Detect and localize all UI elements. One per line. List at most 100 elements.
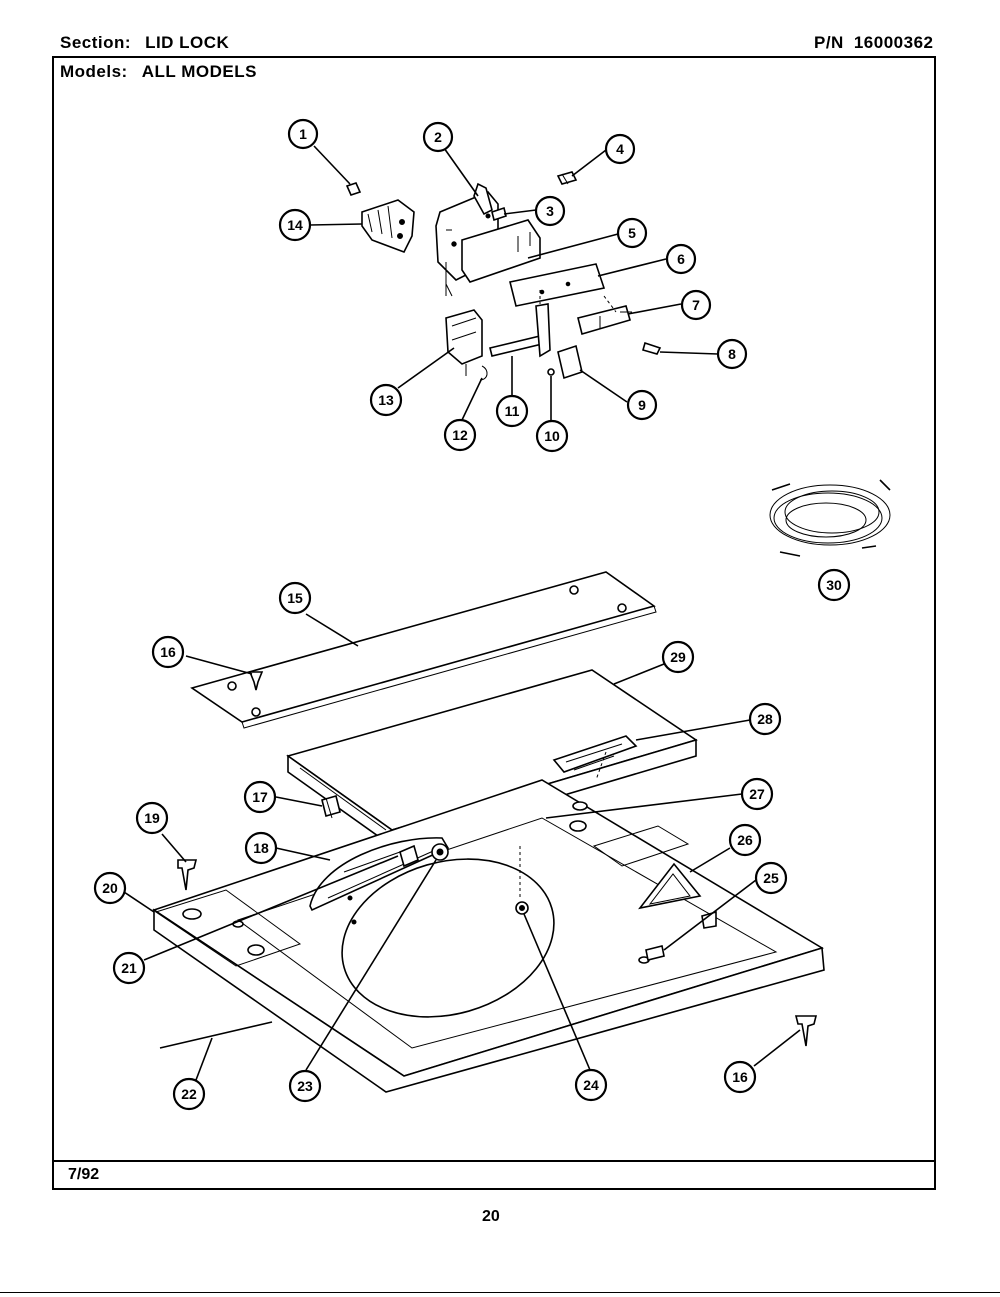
- part-14-terminal-block: [361, 199, 415, 254]
- svg-text:13: 13: [378, 392, 394, 408]
- part-16-screw-lower: [794, 1015, 818, 1047]
- svg-text:10: 10: [544, 428, 560, 444]
- part-number-value: 16000362: [853, 33, 934, 52]
- models-value: ALL MODELS: [141, 62, 257, 81]
- models-line: Models: ALL MODELS: [60, 62, 257, 82]
- svg-text:25: 25: [763, 870, 779, 886]
- page-number: 20: [482, 1208, 500, 1225]
- part-20-washer-top: [152, 779, 825, 1093]
- leader-lines: [123, 145, 801, 1081]
- footer-divider: [52, 1160, 936, 1162]
- svg-text:20: 20: [102, 880, 118, 896]
- models-label: Models:: [60, 62, 128, 81]
- callout-4: 4: [604, 133, 636, 165]
- callout-11: 11: [495, 394, 529, 428]
- callout-8: 8: [716, 338, 748, 370]
- part-5-lock-housing: [435, 191, 541, 297]
- svg-text:15: 15: [287, 590, 303, 606]
- callout-9: 9: [626, 389, 658, 421]
- diagram-frame: [52, 56, 936, 1190]
- svg-text:30: 30: [826, 577, 842, 593]
- callout-20: 20: [93, 871, 127, 905]
- part-23-grommet: [431, 843, 449, 861]
- svg-text:16: 16: [160, 644, 176, 660]
- callout-21: 21: [112, 951, 146, 985]
- svg-text:23: 23: [297, 1078, 313, 1094]
- callout-18: 18: [244, 831, 278, 865]
- callout-22: 22: [172, 1077, 206, 1111]
- part-28-lid-switch-actuator: [552, 735, 638, 781]
- callout-6: 6: [665, 243, 697, 275]
- callout-23: 23: [288, 1069, 322, 1103]
- callout-24: 24: [574, 1068, 608, 1102]
- svg-text:28: 28: [757, 711, 773, 727]
- part-9-switch: [557, 344, 583, 380]
- svg-text:4: 4: [616, 141, 624, 157]
- callout-2: 2: [422, 121, 454, 153]
- callout-28: 28: [748, 702, 782, 736]
- svg-text:27: 27: [749, 786, 765, 802]
- svg-text:6: 6: [677, 251, 685, 267]
- svg-text:2: 2: [434, 129, 442, 145]
- callout-19: 19: [135, 801, 169, 835]
- part-18-lid-hinge-cover: [309, 837, 450, 912]
- svg-text:11: 11: [505, 403, 520, 419]
- callout-25: 25: [754, 861, 788, 895]
- section-label: Section:: [60, 33, 132, 52]
- callout-12: 12: [443, 418, 477, 452]
- callout-7: 7: [680, 289, 712, 321]
- part-10-washer: [547, 368, 555, 376]
- part-17-hinge-clip: [321, 795, 341, 819]
- callout-16-upper: 16: [151, 635, 185, 669]
- part-22-pin: [159, 1021, 273, 1049]
- svg-text:21: 21: [121, 960, 137, 976]
- section-line: Section: LID LOCK: [60, 33, 229, 53]
- svg-text:7: 7: [692, 297, 700, 313]
- part-1-nut: [345, 182, 362, 196]
- svg-text:14: 14: [287, 217, 303, 233]
- part-26-triangle-insert: [638, 862, 702, 910]
- svg-text:12: 12: [452, 427, 468, 443]
- svg-text:22: 22: [181, 1086, 197, 1102]
- part-3-screw: [491, 206, 507, 222]
- part-6-insulator: [509, 263, 606, 307]
- part-4-clip: [556, 171, 578, 185]
- svg-text:5: 5: [628, 225, 636, 241]
- callout-10: 10: [535, 419, 569, 453]
- svg-text:1: 1: [299, 126, 307, 142]
- callout-1: 1: [287, 118, 319, 150]
- callout-15: 15: [278, 581, 312, 615]
- svg-text:29: 29: [670, 649, 686, 665]
- part-13-solenoid: [445, 309, 483, 376]
- callout-3: 3: [534, 195, 566, 227]
- callout-17: 17: [243, 780, 277, 814]
- callout-30: 30: [817, 568, 851, 602]
- callout-14: 14: [278, 208, 312, 242]
- revision-date: 7/92: [68, 1166, 100, 1183]
- part-11-actuator-rod: [489, 303, 551, 358]
- section-value: LID LOCK: [145, 33, 230, 52]
- svg-text:17: 17: [252, 789, 268, 805]
- svg-text:9: 9: [638, 397, 646, 413]
- callout-26: 26: [728, 823, 762, 857]
- callout-16-lower: 16: [723, 1060, 757, 1094]
- part-number-label: P/N: [814, 33, 844, 52]
- part-2-spring-arm: [473, 182, 493, 216]
- callout-27: 27: [740, 777, 774, 811]
- callout-29: 29: [661, 640, 695, 674]
- callout-5: 5: [616, 217, 648, 249]
- bottom-rule: [0, 1292, 1000, 1293]
- part-8-screw: [642, 341, 662, 355]
- part-12-clip: [479, 365, 488, 381]
- part-30-wire-harness: [769, 479, 891, 557]
- svg-text:19: 19: [144, 810, 160, 826]
- part-7-switch: [577, 305, 632, 336]
- svg-text:8: 8: [728, 346, 736, 362]
- svg-text:16: 16: [732, 1069, 748, 1085]
- svg-text:24: 24: [583, 1077, 599, 1093]
- part-16-screw-upper: [248, 671, 264, 691]
- part-24-grommet: [515, 901, 529, 915]
- part-number-line: P/N 16000362: [814, 33, 933, 53]
- svg-text:18: 18: [253, 840, 269, 856]
